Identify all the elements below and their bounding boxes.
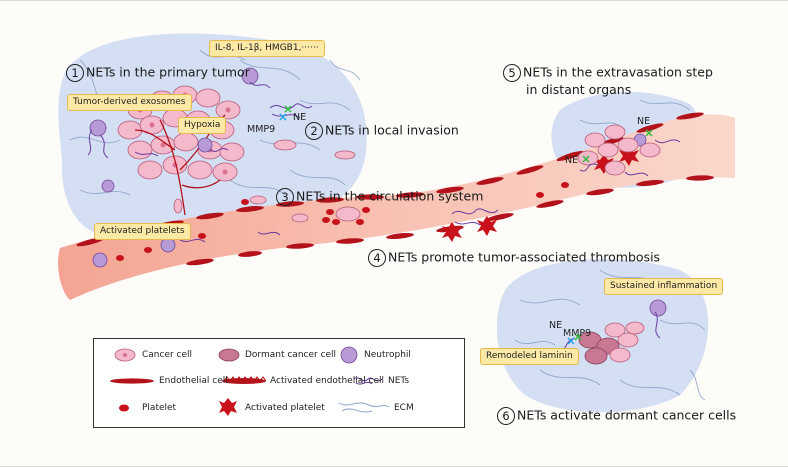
legend-endothelial-cell: Endothelial cell [159, 376, 228, 386]
ne-label-distant-a: NE [637, 116, 651, 127]
activated-platelets [442, 146, 639, 242]
ecm-fibers [69, 49, 706, 401]
step-5-text-line1: NETs in the extravasation step [523, 64, 713, 80]
legend-neutrophil: Neutrophil [364, 350, 411, 360]
platelets [116, 182, 569, 261]
ecm-icon [338, 402, 390, 413]
enzyme-markers [279, 105, 653, 345]
invading-cancer-cells [173, 139, 361, 223]
step-6-number: 6 [497, 407, 515, 425]
cytokines-callout: IL-8, IL-1β, HMGB1,······ [209, 40, 325, 57]
legend-activated-endothelial-cell: Activated endothelial cell [270, 376, 385, 386]
platelet-icon [119, 404, 129, 412]
remodeled-laminin-callout: Remodeled laminin [480, 348, 579, 365]
ne-label-dormant: NE [549, 320, 563, 331]
legend-icons [110, 346, 390, 416]
step-4-text: NETs promote tumor-associated thrombosis [388, 249, 661, 265]
ne-label-distant-b: NE [565, 155, 579, 166]
step-3-number: 3 [276, 188, 294, 206]
step-1-text: NETs in the primary tumor [86, 64, 250, 80]
dormant-niche-ecm-region [496, 259, 709, 413]
step-4-number: 4 [368, 249, 386, 267]
activated-platelets-callout: Activated platelets [94, 223, 191, 240]
step-2-text: NETs in local invasion [325, 122, 459, 138]
niche-cancer-cells [604, 321, 645, 363]
sustained-inflammation-callout: Sustained inflammation [604, 278, 724, 295]
ne-label-primary: NE [293, 112, 307, 123]
activated-endothelial-cell-icon [222, 376, 267, 384]
endothelial-lining-lower [186, 175, 714, 266]
endothelial-cell-icon [110, 378, 154, 384]
nets-icon [353, 377, 383, 382]
legend-nets: NETs [388, 376, 410, 386]
activated-platelet-icon [219, 398, 237, 416]
nets-strands [87, 81, 681, 353]
legend-ecm: ECM [394, 403, 414, 413]
step-1-number: 1 [66, 64, 84, 82]
step-5-number: 5 [503, 64, 521, 82]
top-rule [0, 0, 788, 1]
step-6-text: NETs activate dormant cancer cells [517, 407, 737, 423]
legend-activated-platelet: Activated platelet [245, 403, 325, 413]
neutrophil-icon [340, 346, 358, 364]
legend-dormant-cancer-cell: Dormant cancer cell [245, 350, 337, 360]
step-3-text: NETs in the circulation system [296, 188, 484, 204]
blood-vessel [58, 114, 736, 300]
mmp9-label-primary: MMP9 [247, 124, 276, 135]
neutrophils [89, 67, 667, 317]
legend-platelet: Platelet [142, 403, 177, 413]
dormant-cancer-cell-icon [218, 348, 240, 362]
hypoxia-callout: Hypoxia [178, 117, 227, 134]
legend-cancer-cell: Cancer cell [142, 350, 193, 360]
step-2-number: 2 [305, 122, 323, 140]
legend: Cancer cell Dormant cancer cell Neutroph… [93, 338, 465, 428]
step-5-label-line2: in distant organs [526, 82, 632, 97]
mmp9-label-dormant: MMP9 [563, 328, 592, 339]
exosomes-callout: Tumor-derived exosomes [67, 94, 192, 111]
